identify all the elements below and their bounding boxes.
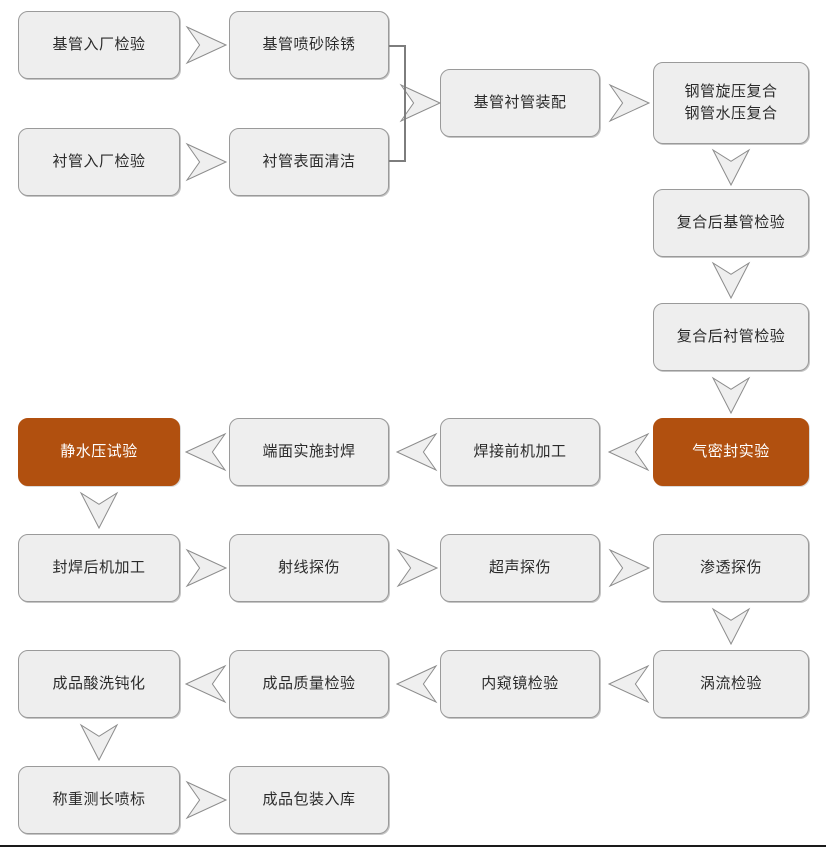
- process-node-n4[interactable]: 衬管表面清洁: [229, 128, 389, 196]
- arrow-glyph: [184, 664, 227, 704]
- arrow-glyph: [185, 142, 228, 182]
- process-node-n7[interactable]: 复合后基管检验: [653, 189, 809, 257]
- arrow-glyph: [711, 261, 751, 300]
- process-node-label: 端面实施封焊: [262, 442, 356, 461]
- arrow-glyph: [79, 723, 119, 762]
- bracket-path: [389, 45, 406, 162]
- process-node-label: 衬管表面清洁: [262, 152, 356, 171]
- process-node-n21[interactable]: 称重测长喷标: [18, 766, 180, 834]
- process-node-n22[interactable]: 成品包装入库: [229, 766, 389, 834]
- process-node-label: 射线探伤: [277, 558, 340, 577]
- arrow-glyph: [711, 148, 751, 187]
- process-node-label: 基管入厂检验: [52, 35, 146, 54]
- flow-arrow-right: [185, 142, 228, 182]
- arrow-glyph: [711, 607, 751, 646]
- flow-arrow-left: [607, 432, 650, 472]
- flow-arrow-right: [185, 780, 228, 820]
- process-node-label: 基管衬管装配: [473, 93, 567, 112]
- arrow-glyph: [396, 548, 439, 588]
- process-node-n9[interactable]: 气密封实验: [653, 418, 809, 486]
- flow-arrow-left: [184, 664, 227, 704]
- merge-connector-bracket: [389, 45, 407, 162]
- flow-arrow-left: [395, 664, 438, 704]
- process-node-n15[interactable]: 超声探伤: [440, 534, 600, 602]
- flow-arrow-down: [79, 491, 119, 530]
- flow-arrow-right: [396, 548, 439, 588]
- process-node-n5[interactable]: 基管衬管装配: [440, 69, 600, 137]
- flow-arrow-left: [607, 664, 650, 704]
- process-node-n8[interactable]: 复合后衬管检验: [653, 303, 809, 371]
- process-node-n6[interactable]: 钢管旋压复合 钢管水压复合: [653, 62, 809, 144]
- process-node-n11[interactable]: 端面实施封焊: [229, 418, 389, 486]
- arrow-glyph: [711, 376, 751, 415]
- flow-arrow-right: [185, 548, 228, 588]
- flow-arrow-down: [711, 148, 751, 187]
- arrow-glyph: [608, 548, 651, 588]
- arrow-glyph: [395, 432, 438, 472]
- flow-arrow-left: [395, 432, 438, 472]
- process-node-n2[interactable]: 基管喷砂除锈: [229, 11, 389, 79]
- process-node-label: 衬管入厂检验: [52, 152, 146, 171]
- process-node-label: 钢管旋压复合 钢管水压复合: [684, 82, 778, 122]
- process-node-label: 涡流检验: [699, 674, 762, 693]
- process-node-label: 渗透探伤: [699, 558, 762, 577]
- process-node-label: 复合后基管检验: [676, 213, 786, 232]
- arrow-glyph: [185, 548, 228, 588]
- process-node-label: 成品酸洗钝化: [52, 674, 146, 693]
- process-node-n3[interactable]: 衬管入厂检验: [18, 128, 180, 196]
- flow-arrow-right: [185, 25, 228, 65]
- process-node-label: 成品包装入库: [262, 790, 356, 809]
- process-node-n12[interactable]: 静水压试验: [18, 418, 180, 486]
- flow-arrow-right: [608, 548, 651, 588]
- process-node-n10[interactable]: 焊接前机加工: [440, 418, 600, 486]
- process-node-label: 焊接前机加工: [473, 442, 567, 461]
- flow-arrow-down: [711, 261, 751, 300]
- arrow-glyph: [607, 432, 650, 472]
- arrow-glyph: [608, 83, 651, 123]
- process-node-label: 内窥镜检验: [481, 674, 559, 693]
- process-node-label: 气密封实验: [692, 442, 770, 461]
- process-node-label: 称重测长喷标: [52, 790, 146, 809]
- arrow-glyph: [607, 664, 650, 704]
- process-node-label: 复合后衬管检验: [676, 327, 786, 346]
- process-node-n18[interactable]: 内窥镜检验: [440, 650, 600, 718]
- process-node-n1[interactable]: 基管入厂检验: [18, 11, 180, 79]
- flow-arrow-down: [79, 723, 119, 762]
- arrow-glyph: [185, 25, 228, 65]
- process-node-label: 封焊后机加工: [52, 558, 146, 577]
- arrow-glyph: [185, 780, 228, 820]
- arrow-glyph: [79, 491, 119, 530]
- arrow-glyph: [395, 664, 438, 704]
- process-node-n13[interactable]: 封焊后机加工: [18, 534, 180, 602]
- process-node-label: 基管喷砂除锈: [262, 35, 356, 54]
- process-node-label: 超声探伤: [488, 558, 551, 577]
- flow-arrow-left: [184, 432, 227, 472]
- flow-arrow-down: [711, 607, 751, 646]
- process-node-n17[interactable]: 涡流检验: [653, 650, 809, 718]
- flow-arrow-right: [608, 83, 651, 123]
- process-node-label: 成品质量检验: [262, 674, 356, 693]
- process-node-n19[interactable]: 成品质量检验: [229, 650, 389, 718]
- process-node-n20[interactable]: 成品酸洗钝化: [18, 650, 180, 718]
- process-node-n14[interactable]: 射线探伤: [229, 534, 389, 602]
- flow-arrow-down: [711, 376, 751, 415]
- process-node-label: 静水压试验: [60, 442, 138, 461]
- process-node-n16[interactable]: 渗透探伤: [653, 534, 809, 602]
- arrow-glyph: [184, 432, 227, 472]
